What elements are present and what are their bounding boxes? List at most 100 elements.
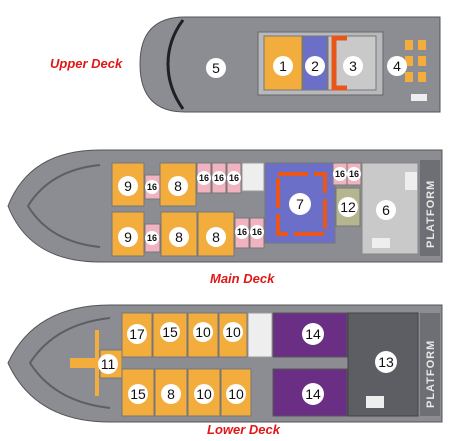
lower-10-bottom-b-marker	[226, 384, 246, 404]
upper-seat	[418, 40, 426, 50]
lower-14-top-label: 14	[305, 326, 321, 342]
upper-seat	[405, 56, 413, 66]
main-6-label: 6	[382, 202, 390, 218]
upper-stairs	[411, 94, 427, 101]
room-2-label: 2	[311, 58, 319, 74]
lower-corridor	[122, 358, 348, 368]
main-16-top-d-marker	[227, 171, 241, 185]
main-6-marker	[376, 200, 396, 220]
upper-deck-label: Upper Deck	[50, 56, 123, 71]
lower-10-bottom-b-label: 10	[228, 386, 244, 402]
upper-deck: 5 1 2 3 4 Upper Deck	[50, 16, 441, 113]
room-1-marker	[273, 56, 293, 76]
lower-11-label: 11	[101, 356, 116, 372]
lower-13-marker	[375, 351, 397, 373]
lower-bow-anchor	[70, 358, 98, 368]
lower-14-top-marker	[302, 323, 324, 345]
lower-deck-label: Lower Deck	[207, 422, 281, 437]
main-deck-bow-inner	[26, 164, 101, 248]
upper-seat	[418, 56, 426, 66]
main-16-bottom-c-marker	[250, 225, 264, 239]
main-9-bottom-label: 9	[124, 229, 132, 245]
upper-deck-bow-stripe	[166, 19, 185, 110]
main-8-top-marker	[168, 176, 188, 196]
main-16-top-a-marker	[145, 180, 159, 194]
main-8-top-label: 8	[174, 178, 182, 194]
lower-15-bottom-marker	[128, 384, 148, 404]
main-stairs-right-top	[405, 172, 417, 190]
upper-seat	[405, 72, 413, 82]
main-9-top-marker	[118, 176, 138, 196]
room-2-marker	[305, 56, 325, 76]
lower-8-label: 8	[167, 386, 175, 402]
main-platform	[420, 160, 440, 256]
lower-14-bottom-label: 14	[305, 386, 321, 402]
room-5-marker	[206, 58, 226, 78]
main-8-bottom-b-marker	[206, 227, 226, 247]
upper-seat	[418, 72, 426, 82]
main-16-top-a-label: 16	[147, 182, 157, 192]
lower-platform	[420, 313, 440, 416]
main-16-top-d-label: 16	[229, 173, 239, 183]
lower-10-top-a-label: 10	[195, 324, 211, 340]
main-deck: PLATFORM 9 16 8 16 16 16 7 16 16 12 6 9 …	[7, 149, 443, 286]
main-stairs-right-bottom	[372, 238, 390, 248]
main-7-label: 7	[296, 196, 304, 212]
main-9-bottom-marker	[118, 227, 138, 247]
lower-10-top-b-marker	[223, 322, 243, 342]
lower-13-label: 13	[378, 354, 394, 370]
lower-14-bottom-marker	[302, 383, 324, 405]
lower-platform-label: PLATFORM	[425, 340, 437, 408]
main-16-top-c-marker	[212, 171, 226, 185]
main-platform-label: PLATFORM	[425, 180, 437, 248]
main-12-marker	[338, 197, 358, 217]
main-8-bottom-b-label: 8	[212, 229, 220, 245]
lower-10-top-b-label: 10	[225, 324, 241, 340]
room-4-marker	[387, 56, 407, 76]
lower-10-top-a-marker	[193, 322, 213, 342]
main-bar-counter	[276, 172, 327, 236]
main-deck-label: Main Deck	[210, 271, 275, 286]
main-16-top-b-marker	[197, 171, 211, 185]
lower-15-top-label: 15	[162, 324, 178, 340]
main-7-marker	[289, 193, 311, 215]
main-8-bottom-a-marker	[169, 227, 189, 247]
room-1-label: 1	[279, 58, 287, 74]
main-16-bottom-b-marker	[235, 225, 249, 239]
upper-bar-counter	[331, 35, 347, 91]
main-16-right-a-label: 16	[335, 169, 345, 179]
lower-bow-post	[95, 330, 99, 396]
lower-11-marker	[98, 354, 118, 374]
lower-8-marker	[161, 384, 181, 404]
room-5-label: 5	[212, 60, 220, 76]
lower-stairs-right	[366, 396, 384, 408]
lower-17-label: 17	[129, 326, 145, 342]
main-deck-corridor	[145, 206, 265, 210]
main-16-bottom-b-label: 16	[237, 227, 247, 237]
main-12-label: 12	[340, 199, 356, 215]
main-stairs-top	[241, 162, 265, 192]
lower-15-bottom-label: 15	[130, 386, 146, 402]
upper-seat	[405, 40, 413, 50]
lower-10-bottom-a-marker	[194, 384, 214, 404]
main-16-top-c-label: 16	[214, 173, 224, 183]
main-16-top-b-label: 16	[199, 173, 209, 183]
lower-10-bottom-a-label: 10	[196, 386, 212, 402]
main-8-bottom-a-label: 8	[175, 229, 183, 245]
lower-deck: PLATFORM 17 15 10 10 14 11 13 15 8 10 10…	[7, 304, 443, 437]
lower-stairs	[247, 312, 273, 358]
main-16-bottom-a-marker	[145, 231, 159, 245]
lower-17-marker	[127, 324, 147, 344]
room-4-label: 4	[393, 58, 401, 74]
room-3-label: 3	[349, 58, 357, 74]
main-9-top-label: 9	[124, 178, 132, 194]
main-16-bottom-a-label: 16	[147, 233, 157, 243]
lower-15-top-marker	[160, 322, 180, 342]
main-16-right-a-marker	[333, 167, 347, 181]
main-16-bottom-c-label: 16	[252, 227, 262, 237]
room-3-marker	[343, 56, 363, 76]
main-16-right-b-label: 16	[349, 169, 359, 179]
main-16-right-b-marker	[347, 167, 361, 181]
lower-deck-bow-inner	[28, 317, 111, 409]
